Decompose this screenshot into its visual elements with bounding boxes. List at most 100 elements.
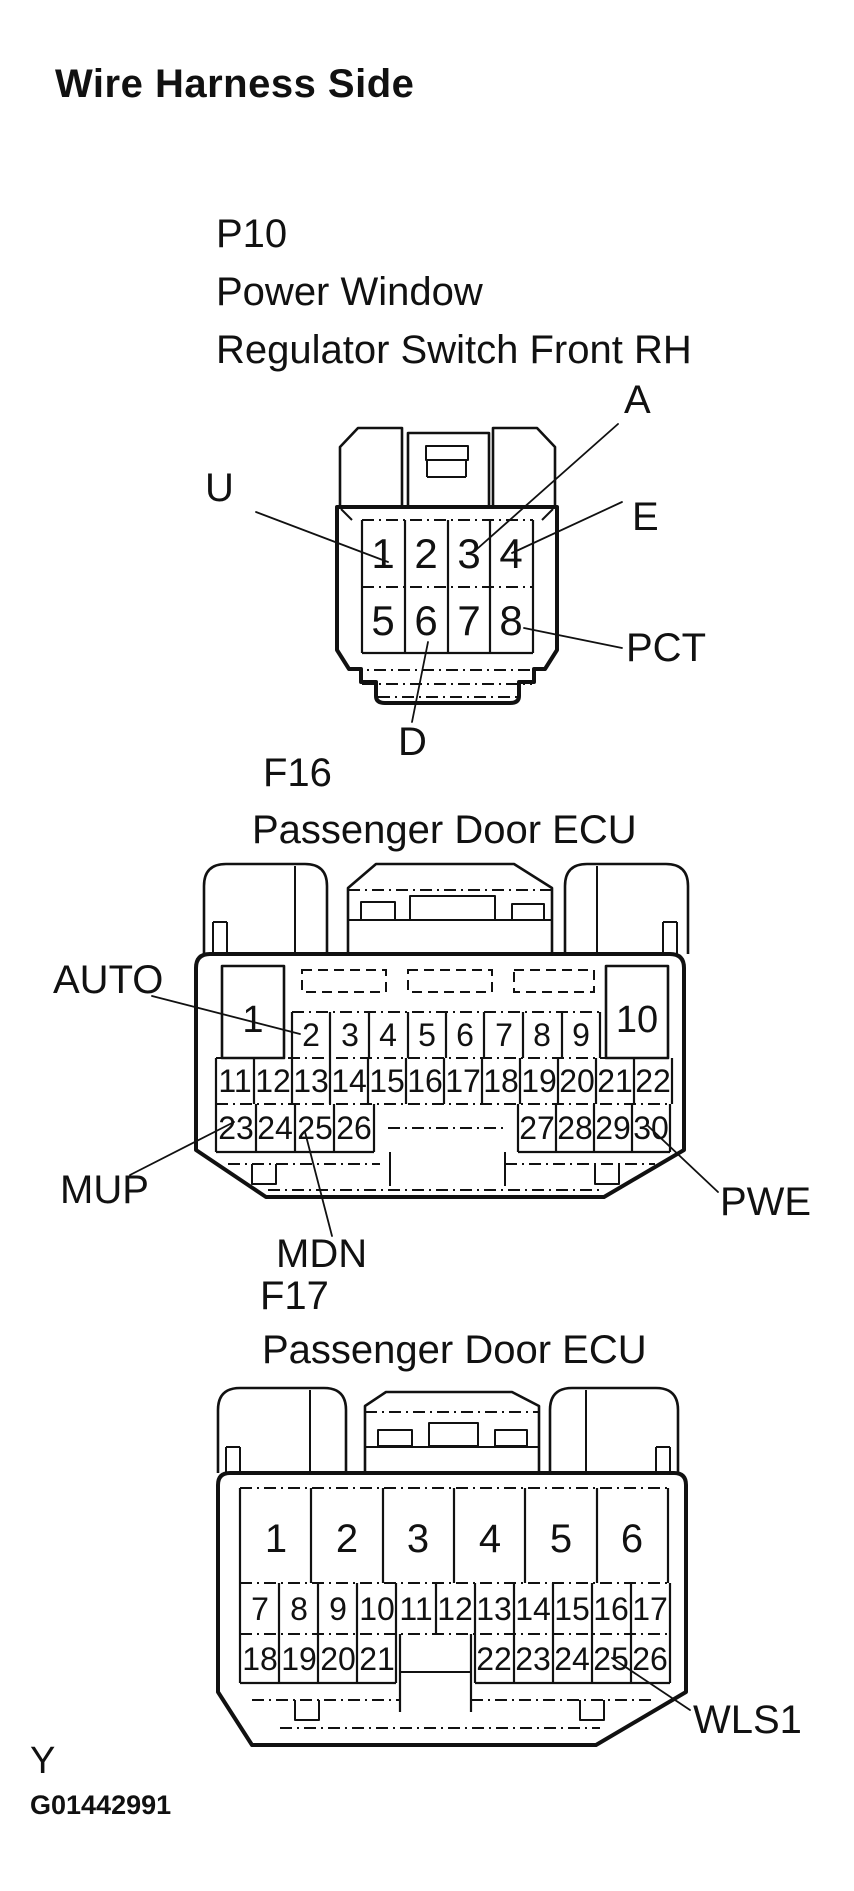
f17-right-tab <box>548 1386 680 1473</box>
footer-section-letter: Y <box>30 1740 56 1782</box>
f17-pin-21: 21 <box>359 1641 395 1677</box>
p10-leader-pct <box>523 627 623 649</box>
p10-leader-u <box>255 511 389 563</box>
f16-pin-10: 10 <box>616 999 658 1041</box>
p10-leader-d <box>411 641 429 723</box>
f16-key-slot-1 <box>301 969 387 993</box>
f17-pin-20: 20 <box>320 1641 356 1677</box>
f16-leader-auto <box>151 995 301 1035</box>
p10-terminal-label-u: U <box>205 466 234 510</box>
f17-body-outline <box>216 1471 688 1747</box>
f17-connector-id: F17 <box>260 1274 329 1318</box>
f17-pin-3: 3 <box>407 1517 429 1561</box>
f16-pin-8: 8 <box>533 1017 551 1053</box>
f16-pin-28: 28 <box>557 1110 593 1146</box>
p10-lock-tab <box>406 431 491 507</box>
f17-pin-19: 19 <box>281 1641 317 1677</box>
f16-lock-detail-center <box>409 895 496 921</box>
f16-pin-29: 29 <box>595 1110 631 1146</box>
p10-body-corner-ticks <box>340 508 554 521</box>
f17-pin-16: 16 <box>593 1591 629 1627</box>
f16-pin-17: 17 <box>445 1063 481 1099</box>
f17-pin-18: 18 <box>242 1641 278 1677</box>
p10-terminal-label-pct: PCT <box>626 626 706 670</box>
p10-pin-7: 7 <box>457 597 480 644</box>
f16-connector-id: F16 <box>263 751 332 795</box>
f17-pin-9: 9 <box>329 1591 347 1627</box>
f17-pin-1: 1 <box>265 1517 287 1561</box>
f16-left-tab-notch <box>212 921 228 954</box>
f17-lock-detail-center <box>428 1422 479 1447</box>
p10-left-tab <box>338 426 404 507</box>
f16-pin-11: 11 <box>218 1063 251 1099</box>
f16-row-bottom-grid <box>214 1104 672 1154</box>
f16-lock-detail-left <box>360 901 396 921</box>
f16-row-mid-grid <box>214 1058 674 1104</box>
p10-pin-grid-dash-lines <box>362 519 533 588</box>
footer-figure-code: G01442991 <box>30 1790 172 1820</box>
f17-lock-detail-right <box>494 1429 528 1447</box>
f16-leader-mup <box>129 1121 235 1176</box>
f16-pin-1: 1 <box>242 999 263 1041</box>
p10-pin-4: 4 <box>499 530 522 577</box>
f16-pin-2: 2 <box>302 1017 320 1053</box>
f16-pin10-box <box>604 964 670 1060</box>
f16-pin-21: 21 <box>597 1063 633 1099</box>
f16-pin-26: 26 <box>336 1110 372 1146</box>
f17-pin-15: 15 <box>554 1591 590 1627</box>
f17-pin-6: 6 <box>621 1517 643 1561</box>
p10-bottom-dash-lines <box>350 669 544 698</box>
f16-pin-7: 7 <box>495 1017 513 1053</box>
f17-right-tab-notch <box>655 1446 671 1473</box>
f17-lock-tab <box>363 1390 541 1473</box>
f16-pin-4: 4 <box>379 1017 397 1053</box>
f17-pin-24: 24 <box>554 1641 590 1677</box>
f17-pin-23: 23 <box>515 1641 551 1677</box>
f16-pin-15: 15 <box>369 1063 405 1099</box>
p10-terminal-label-d: D <box>398 720 427 764</box>
f16-pin-6: 6 <box>456 1017 474 1053</box>
f16-pin-18: 18 <box>483 1063 519 1099</box>
f17-terminal-label-wls1: WLS1 <box>693 1698 802 1742</box>
p10-connector-id: P10 <box>216 212 288 256</box>
f17-pin-17: 17 <box>632 1591 668 1627</box>
f16-pin-22: 22 <box>635 1063 671 1099</box>
f16-pin-19: 19 <box>521 1063 557 1099</box>
f16-right-tab <box>563 862 690 954</box>
f16-pin-3: 3 <box>341 1017 359 1053</box>
f17-connector-name: Passenger Door ECU <box>262 1328 647 1372</box>
f16-pin-27: 27 <box>519 1110 555 1146</box>
f17-pin-7: 7 <box>251 1591 269 1627</box>
f16-lock-detail-right <box>511 903 545 921</box>
p10-leader-e <box>511 501 623 554</box>
p10-connector-name-line1: Power Window <box>216 270 483 314</box>
f16-pin-25: 25 <box>297 1110 333 1146</box>
page-title: Wire Harness Side <box>55 62 415 106</box>
f16-center-channel <box>389 1152 506 1186</box>
f16-connector-drawing: 1 10 2 3 4 5 6 7 8 9 11 12 13 14 15 16 1… <box>129 862 719 1237</box>
p10-leader-a <box>476 423 619 550</box>
f17-pin-13: 13 <box>476 1591 512 1627</box>
p10-connector-name-line2: Regulator Switch Front RH <box>216 328 692 372</box>
f17-pin-10: 10 <box>359 1591 395 1627</box>
f17-pin-8: 8 <box>290 1591 308 1627</box>
f17-pin-14: 14 <box>515 1591 551 1627</box>
p10-pin-5: 5 <box>371 597 394 644</box>
p10-pin-3: 3 <box>457 530 480 577</box>
f17-pin-11: 11 <box>399 1591 432 1627</box>
f17-lock-detail-left <box>377 1429 413 1447</box>
f16-pin-16: 16 <box>407 1063 443 1099</box>
f16-left-tab <box>202 862 329 954</box>
f16-row-top-grid <box>290 1012 602 1058</box>
f16-terminal-label-mdn: MDN <box>276 1232 368 1276</box>
f17-connector-drawing: 1 2 3 4 5 6 7 8 9 10 11 12 13 14 15 16 1… <box>216 1386 691 1747</box>
f16-pin-24: 24 <box>257 1110 293 1146</box>
f16-bottom-dash-lines <box>228 1163 655 1191</box>
f16-leader-mdn <box>304 1131 333 1237</box>
f17-pin-12: 12 <box>437 1591 473 1627</box>
p10-pin-1: 1 <box>371 530 394 577</box>
f16-pin-9: 9 <box>572 1017 590 1053</box>
p10-pin-8: 8 <box>499 597 522 644</box>
